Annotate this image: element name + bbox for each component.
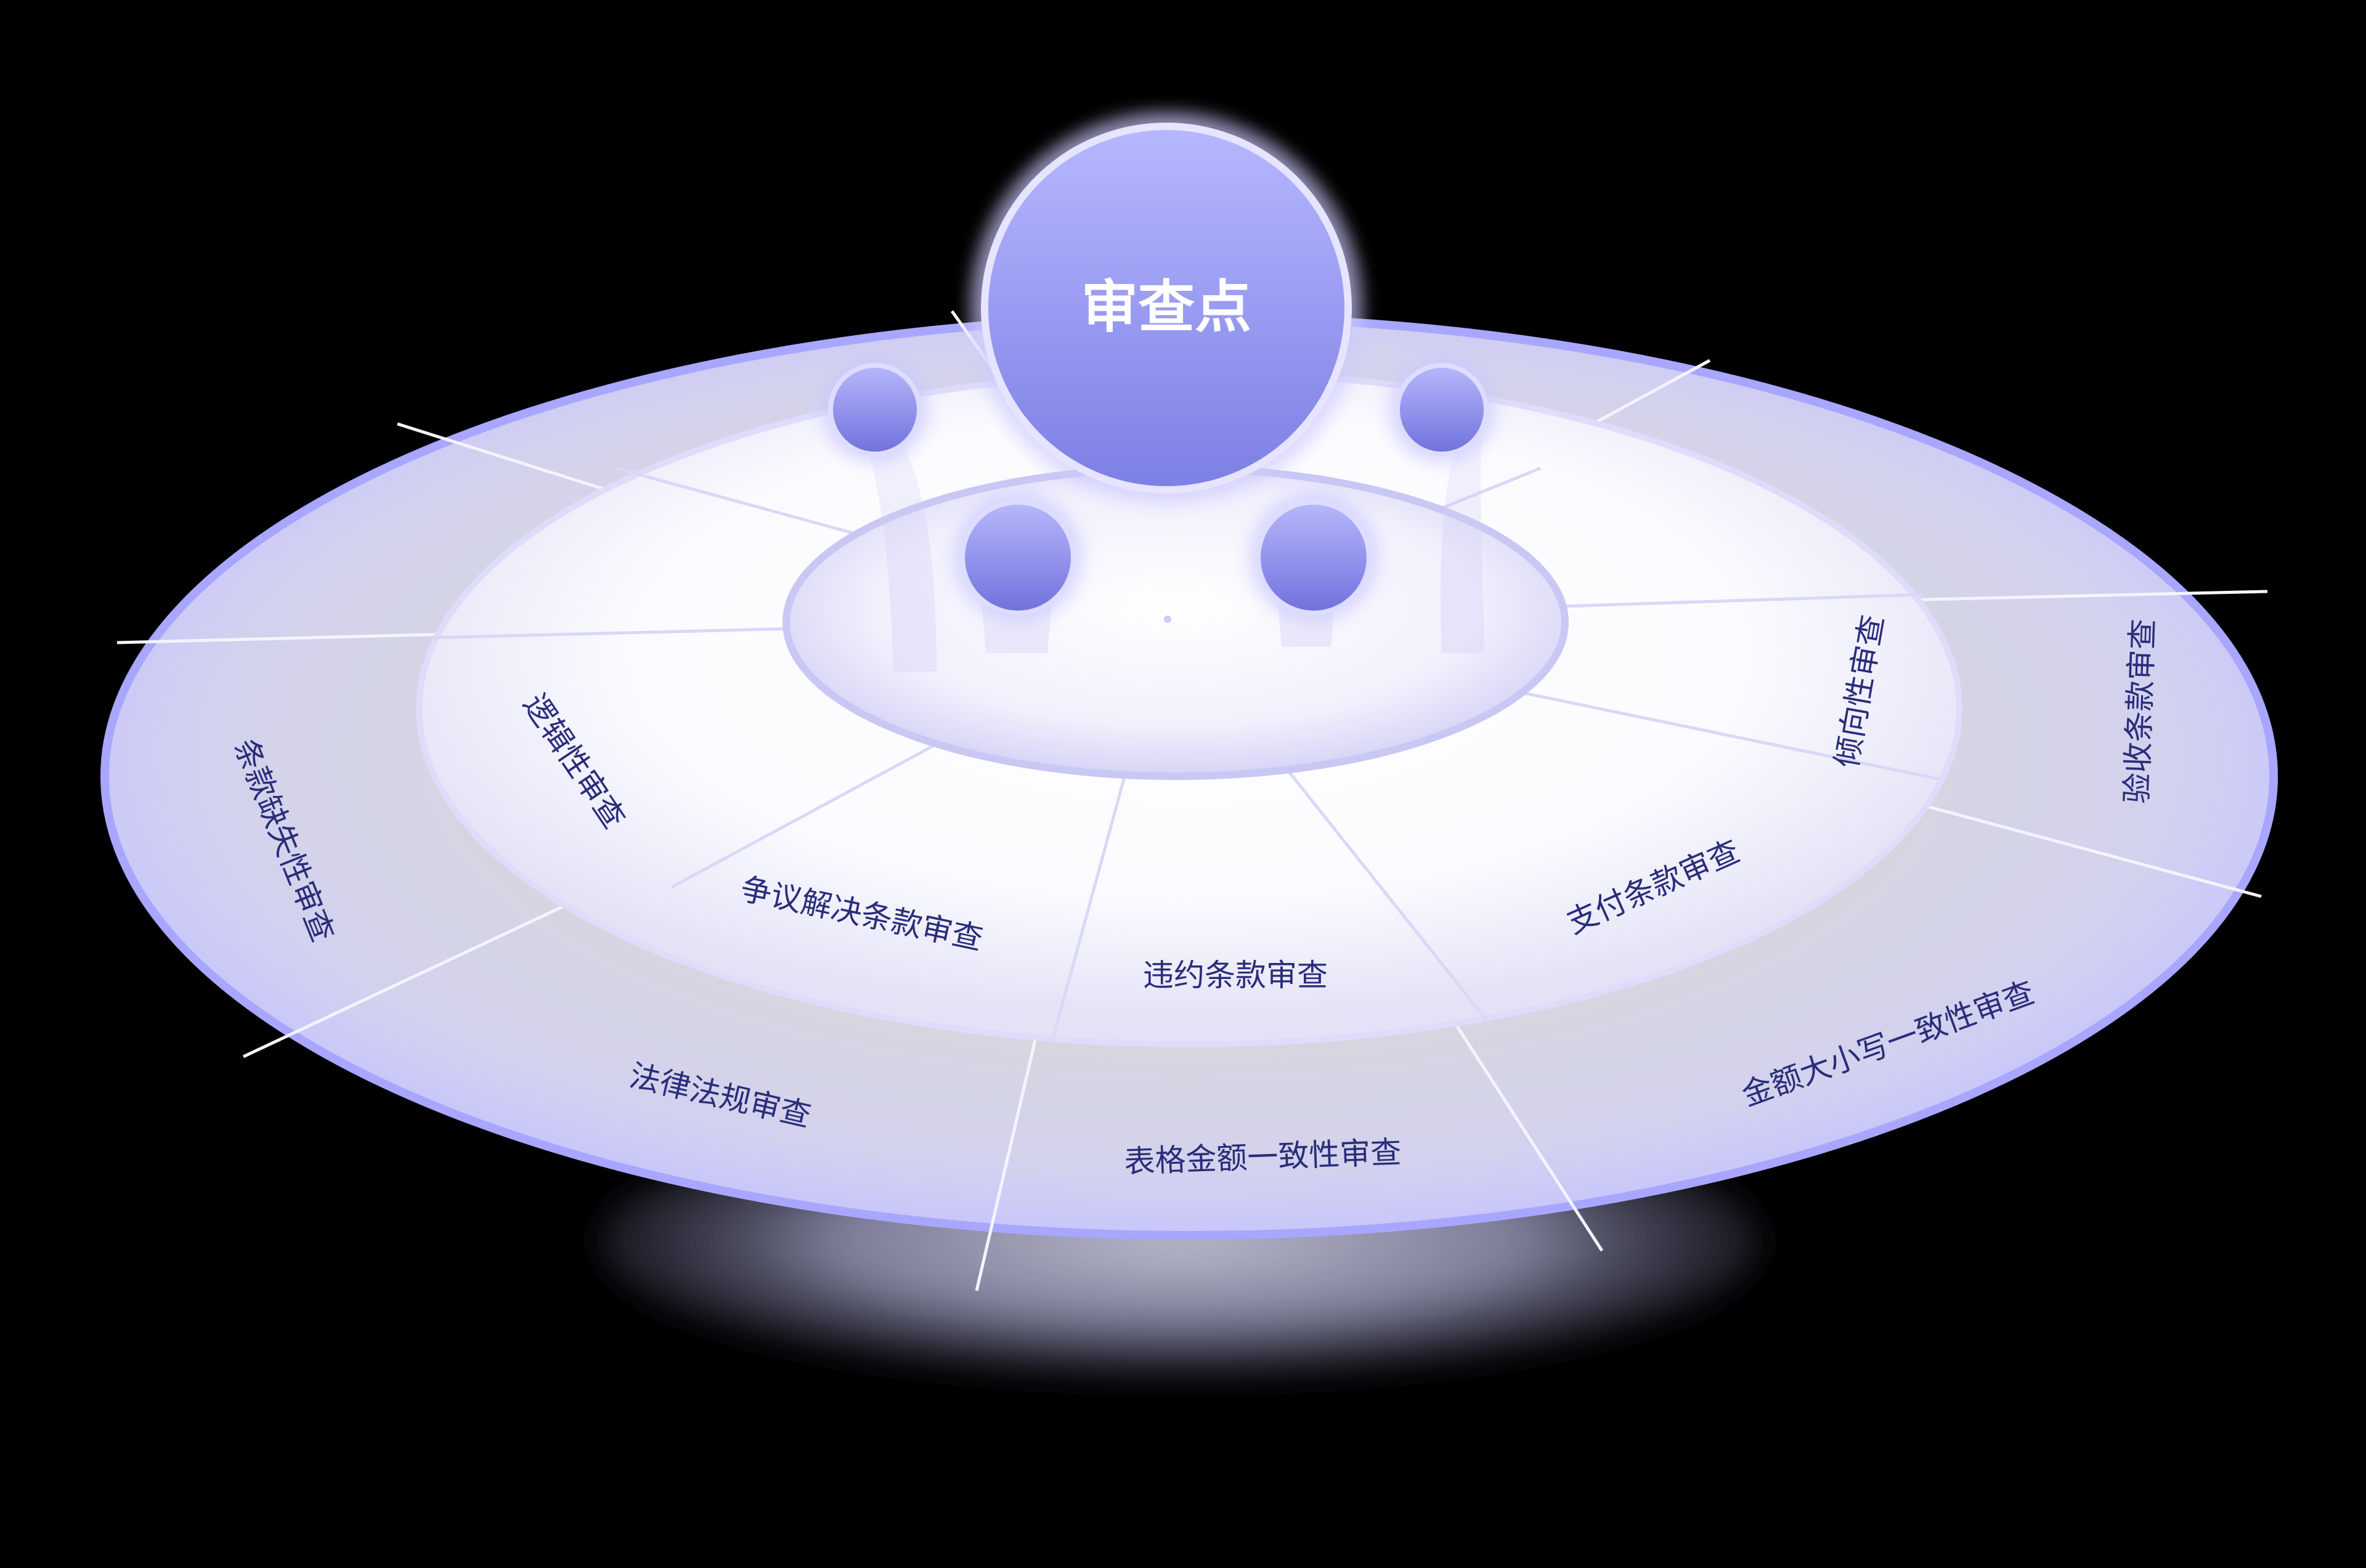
sphere-top-right (1395, 363, 1489, 457)
small-spheres (822, 357, 1495, 622)
center-sphere (981, 123, 1352, 494)
hub-point (1164, 615, 1171, 623)
center-title: 审查点 (1081, 274, 1251, 340)
inner-label-bottom: 违约条款审查 (1143, 957, 1328, 993)
sphere-bottom-left (960, 500, 1076, 615)
sphere-top-left (828, 363, 922, 457)
outer-label-right: 验收条款审查 (2119, 618, 2161, 804)
sphere-bottom-right (1256, 500, 1372, 615)
